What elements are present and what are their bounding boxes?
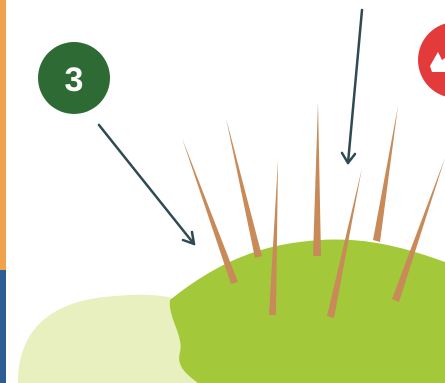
left-edge-strip-orange [0,0,6,270]
left-edge-strip-blue [0,270,6,383]
spike [182,138,238,284]
callout-red-badge [418,22,445,98]
arrow-group [99,10,362,244]
spike [373,106,398,242]
callout-3-number: 3 [65,61,84,99]
callout-3-arrow-line [99,125,194,244]
spike [313,102,321,256]
top-arrow-line [348,10,362,163]
callout-3-badge: 3 [38,42,110,114]
green-mound [170,239,445,383]
spike [226,118,262,258]
